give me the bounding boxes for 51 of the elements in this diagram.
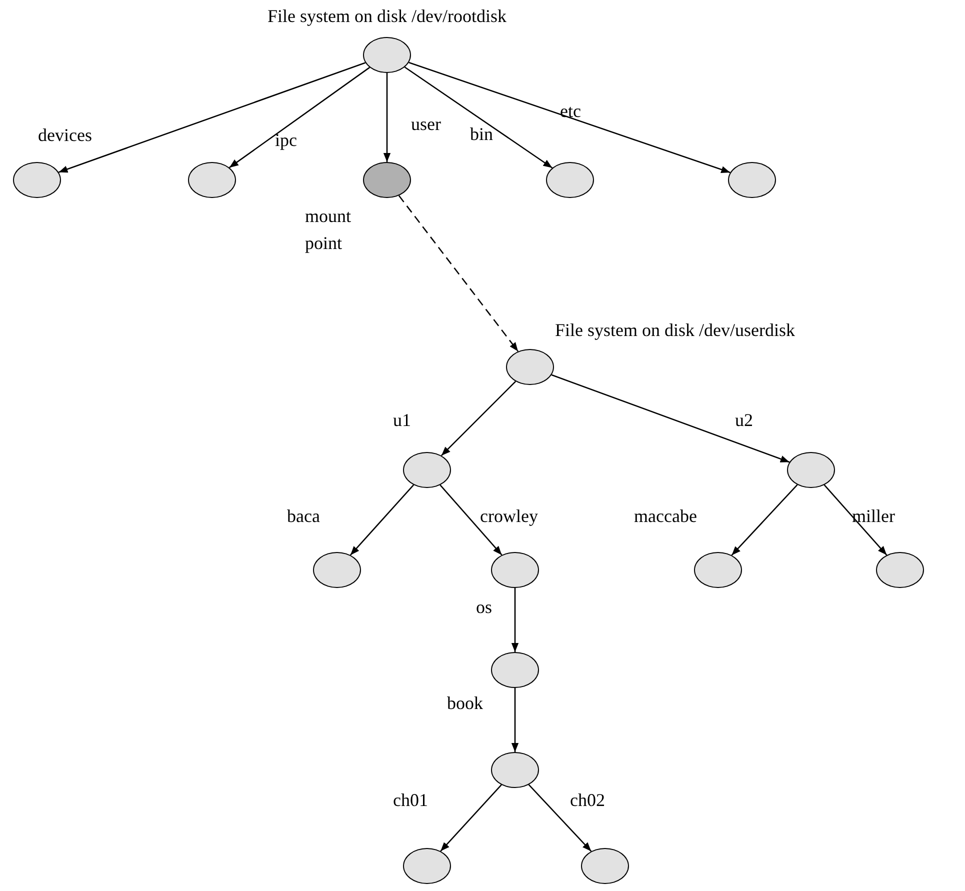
arrow bbox=[440, 784, 502, 852]
arrow bbox=[731, 484, 798, 556]
edge-label: os bbox=[476, 597, 492, 619]
edge-label: devices bbox=[38, 125, 92, 147]
arrow bbox=[440, 380, 516, 456]
directory-node bbox=[313, 552, 361, 588]
arrow bbox=[404, 66, 553, 168]
filesystem-heading: File system on disk /dev/userdisk bbox=[555, 320, 795, 342]
arrow bbox=[229, 66, 370, 168]
directory-node bbox=[694, 552, 742, 588]
directory-node bbox=[363, 37, 411, 73]
directory-node bbox=[581, 848, 629, 884]
directory-node bbox=[506, 349, 554, 385]
edge-label: maccabe bbox=[634, 506, 697, 528]
edge-label: u2 bbox=[735, 410, 753, 432]
directory-node bbox=[363, 162, 411, 198]
node-caption: mount point bbox=[305, 205, 352, 255]
directory-node bbox=[876, 552, 924, 588]
edge-label: etc bbox=[560, 101, 581, 123]
arrow bbox=[440, 484, 502, 556]
directory-node bbox=[787, 452, 835, 488]
edge-label: bin bbox=[470, 124, 494, 146]
arrow bbox=[511, 588, 519, 652]
arrow bbox=[383, 73, 391, 162]
edge-label: crowley bbox=[480, 506, 538, 528]
filesystem-heading: File system on disk /dev/rootdisk bbox=[268, 6, 507, 28]
directory-node bbox=[728, 162, 776, 198]
arrow bbox=[528, 784, 592, 852]
edge-label: baca bbox=[287, 506, 320, 528]
directory-node bbox=[13, 162, 61, 198]
edge-label: u1 bbox=[393, 410, 411, 432]
arrow bbox=[511, 688, 519, 752]
directory-node bbox=[188, 162, 236, 198]
directory-node bbox=[491, 652, 539, 688]
edge-label: book bbox=[447, 693, 483, 715]
edge-label: ch01 bbox=[393, 790, 428, 812]
directory-node bbox=[491, 752, 539, 788]
arrow bbox=[824, 484, 888, 556]
edge-label: miller bbox=[852, 506, 895, 528]
directory-node bbox=[491, 552, 539, 588]
arrow bbox=[58, 62, 366, 173]
directory-node bbox=[403, 848, 451, 884]
directory-node bbox=[546, 162, 594, 198]
edge-label: ch02 bbox=[570, 790, 605, 812]
arrow bbox=[408, 62, 730, 174]
directory-node bbox=[403, 452, 451, 488]
edge-label: ipc bbox=[275, 130, 297, 152]
arrow bbox=[551, 374, 790, 463]
arrow bbox=[350, 484, 414, 556]
arrow bbox=[398, 195, 519, 352]
edge-label: user bbox=[411, 114, 441, 136]
